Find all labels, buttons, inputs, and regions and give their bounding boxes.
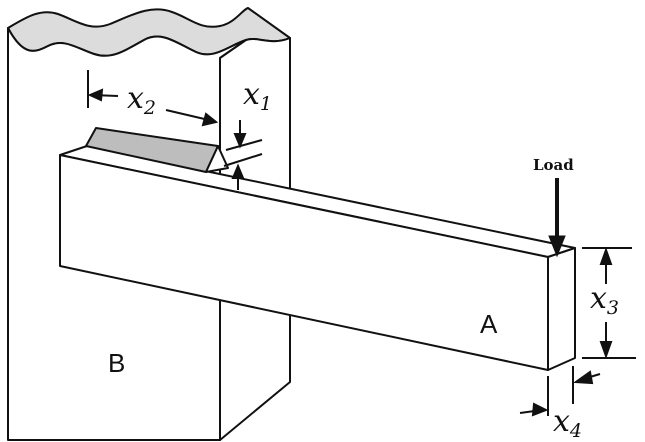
x1-extension-upper	[225, 139, 263, 151]
member-a-beam	[59, 144, 576, 371]
load-arrow	[548, 178, 566, 258]
x2-left-arrowhead	[87, 88, 104, 102]
x2-label: x2	[127, 81, 156, 119]
load-arrowhead	[548, 235, 566, 258]
weld-end-face	[205, 145, 229, 173]
member-a-label: A	[480, 309, 498, 339]
dimension-x1	[223, 120, 263, 190]
weld-fillet	[85, 127, 229, 173]
x3-label: x3	[590, 281, 619, 319]
x3-top-arrowhead	[599, 247, 613, 265]
x4-left-arrowhead	[531, 402, 549, 417]
dimension-x4	[519, 366, 601, 417]
x1-extension-lower	[223, 153, 263, 167]
x4-right-arrowhead	[573, 370, 594, 385]
member-b-label: B	[108, 348, 125, 378]
x3-bottom-arrowhead	[599, 341, 613, 359]
dimension-x3	[582, 247, 636, 359]
beam-end-face	[547, 247, 576, 371]
load-label: Load	[533, 156, 574, 174]
x4-label: x4	[553, 404, 582, 442]
x2-right-arrowhead	[201, 112, 219, 127]
x1-bottom-arrowhead	[231, 163, 245, 179]
x1-label: x1	[243, 77, 272, 115]
x1-top-arrowhead	[233, 133, 247, 149]
dimension-x2	[87, 70, 219, 127]
